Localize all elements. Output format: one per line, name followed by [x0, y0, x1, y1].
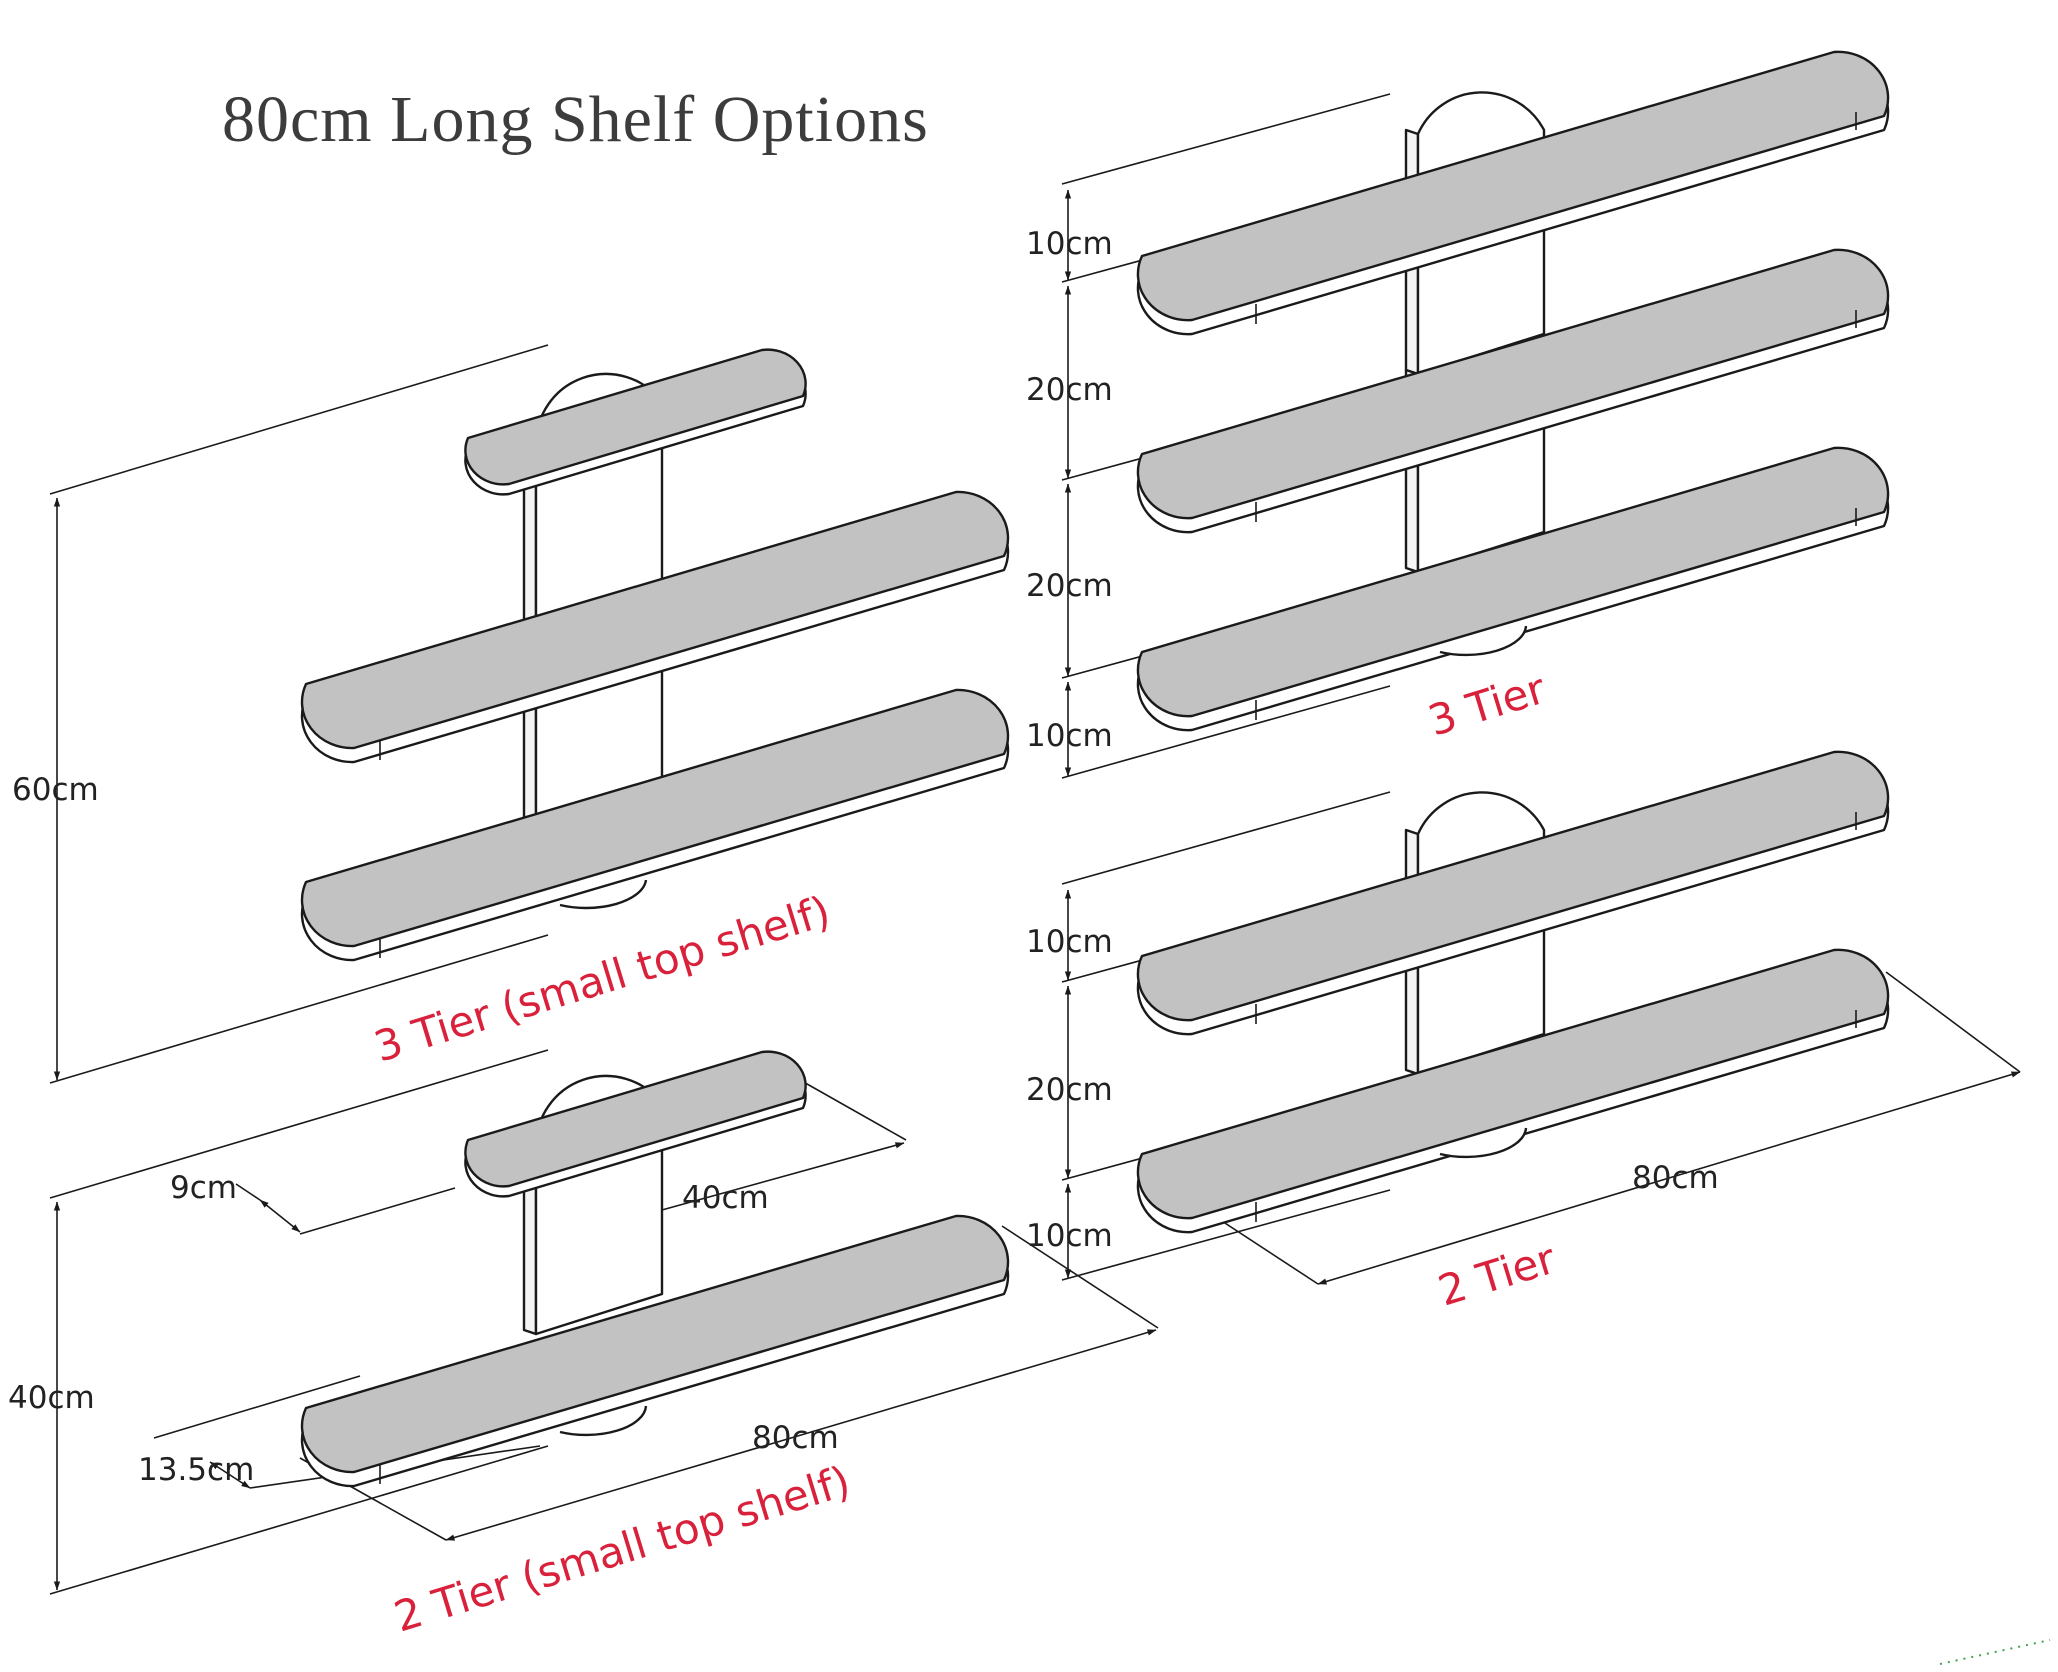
- shelf-long-bottom: [300, 1214, 1010, 1488]
- unit-2-tier: 10cm 20cm 10cm 80cm 2 Tier: [1026, 750, 2021, 1316]
- small-depth-label: 9cm: [170, 1170, 237, 1206]
- shelf-top: [1136, 750, 1890, 1036]
- shelf-long-bottom: [300, 688, 1010, 962]
- unit-2-tier-small-top: 40cm 9cm 40cm 13.5cm 80cm 2 Tier (small …: [8, 1049, 1159, 1642]
- unit-3-tier-small-top: 60cm 3 Tier (small top shelf): [12, 344, 1010, 1084]
- shelf-top: [1136, 50, 1890, 336]
- gap-top-label: 10cm: [1026, 226, 1113, 262]
- dotted-mark: [1939, 1639, 2051, 1665]
- caption-2-tier-small-top: 2 Tier (small top shelf): [389, 1456, 856, 1641]
- dimension-lines: [1061, 93, 1391, 779]
- gap-1-label: 20cm: [1026, 1072, 1113, 1108]
- long-width-label: 80cm: [752, 1420, 839, 1456]
- gap-top-label: 10cm: [1026, 924, 1113, 960]
- page-title: 80cm Long Shelf Options: [222, 83, 929, 156]
- height-label: 40cm: [8, 1380, 95, 1416]
- height-label: 60cm: [12, 772, 99, 808]
- shelf-long-middle: [300, 490, 1010, 764]
- gap-1-label: 20cm: [1026, 372, 1113, 408]
- caption-2-tier: 2 Tier: [1433, 1234, 1562, 1316]
- shelf-small-top: [464, 1050, 807, 1198]
- small-width-label: 40cm: [682, 1180, 769, 1216]
- caption-3-tier: 3 Tier: [1423, 664, 1552, 746]
- gap-2-label: 20cm: [1026, 568, 1113, 604]
- dimension-lines: [49, 344, 549, 1084]
- shelf-middle: [1136, 248, 1890, 534]
- gap-bottom-label: 10cm: [1026, 718, 1113, 754]
- unit-3-tier: 10cm 20cm 20cm 10cm 3 Tier: [1026, 50, 1890, 779]
- shelf-bottom: [1136, 948, 1890, 1234]
- width-label: 80cm: [1632, 1160, 1719, 1196]
- long-depth-label: 13.5cm: [138, 1452, 254, 1488]
- shelf-small-top: [464, 348, 807, 496]
- gap-bottom-label: 10cm: [1026, 1218, 1113, 1254]
- shelf-bottom: [1136, 446, 1890, 732]
